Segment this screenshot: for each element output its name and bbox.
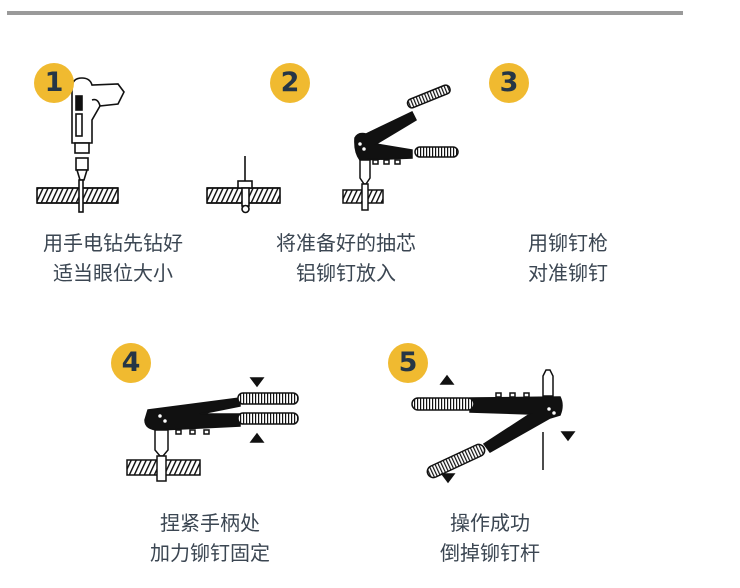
- step-5-badge: 5: [388, 343, 428, 383]
- rivet-icon: [206, 156, 281, 214]
- workpiece-plate-1: [36, 187, 119, 204]
- caption-line: 将准备好的抽芯: [276, 231, 416, 255]
- arrow-down-icon: [560, 431, 576, 442]
- caption-line: 捏紧手柄处: [160, 511, 260, 535]
- caption-line: 用手电钻先钻好: [43, 231, 183, 255]
- caption-line: 操作成功: [450, 511, 530, 535]
- rivet-gun-icon: [342, 84, 459, 211]
- caption-line: 适当眼位大小: [53, 261, 173, 285]
- step-1-badge: 1: [34, 63, 74, 103]
- step-4-badge: 4: [111, 343, 151, 383]
- top-divider: [7, 11, 683, 15]
- drill-icon: [36, 77, 125, 213]
- step-3-badge: 3: [489, 63, 529, 103]
- step-2-badge: 2: [270, 63, 310, 103]
- step-1-caption: 用手电钻先钻好 适当眼位大小: [3, 228, 223, 288]
- rivet-gun-squeeze-icon: [126, 377, 299, 482]
- arrow-up-icon: [249, 432, 265, 443]
- step-4-caption: 捏紧手柄处 加力铆钉固定: [100, 508, 320, 568]
- caption-line: 倒掉铆钉杆: [440, 541, 540, 565]
- arrow-up-icon: [439, 374, 455, 385]
- caption-line: 加力铆钉固定: [150, 541, 270, 565]
- rivet-gun-release-icon: [411, 369, 576, 484]
- arrow-down-icon: [249, 377, 265, 388]
- caption-line: 对准铆钉: [528, 261, 608, 285]
- arrow-down-icon: [440, 473, 456, 484]
- step-3-caption: 用铆钉枪 对准铆钉: [458, 228, 678, 288]
- step-2-caption: 将准备好的抽芯 铝铆钉放入: [236, 228, 456, 288]
- caption-line: 用铆钉枪: [528, 231, 608, 255]
- caption-line: 铝铆钉放入: [296, 261, 396, 285]
- step-5-caption: 操作成功 倒掉铆钉杆: [380, 508, 600, 568]
